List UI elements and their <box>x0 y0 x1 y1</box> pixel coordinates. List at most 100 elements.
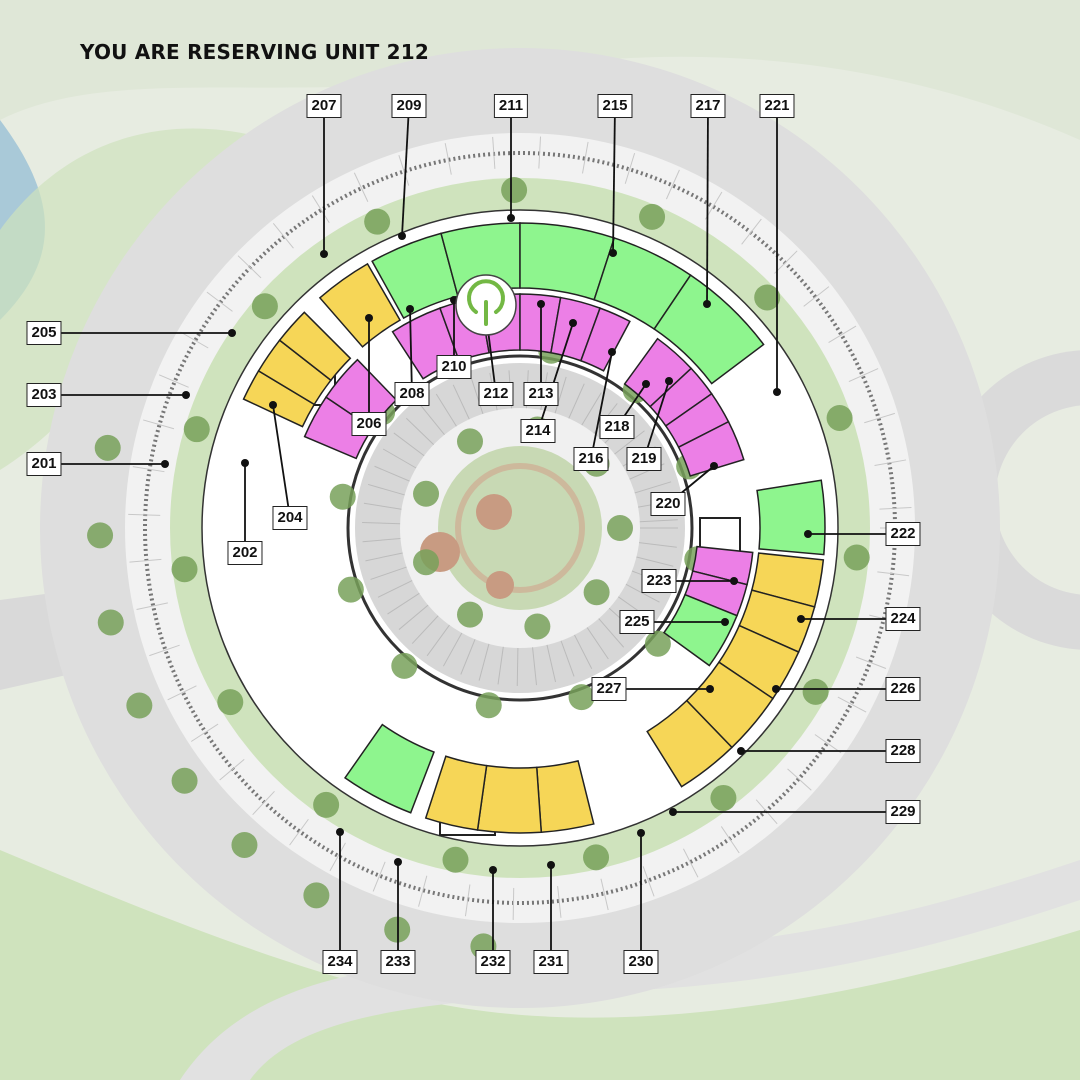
parking-stall <box>460 639 476 675</box>
unit-label-207[interactable]: 207 <box>306 94 342 118</box>
tree <box>524 613 551 640</box>
tree <box>607 515 633 541</box>
tree <box>583 844 610 871</box>
parking-stall <box>492 136 496 169</box>
leader-dot-222 <box>804 530 812 538</box>
unit-label-205[interactable]: 205 <box>26 321 62 345</box>
unit-232-block <box>476 764 543 834</box>
parking-stall <box>444 143 452 175</box>
leader-line-216 <box>590 351 613 460</box>
location-pin-icon <box>455 274 517 336</box>
parking-stall <box>252 790 275 816</box>
unit-label-233[interactable]: 233 <box>380 950 416 974</box>
parking-stall <box>600 878 609 911</box>
tree <box>644 630 671 657</box>
central-garden <box>438 446 602 610</box>
leader-dot-221 <box>773 388 781 396</box>
unit-label-214[interactable]: 214 <box>520 419 556 443</box>
unit-label-226[interactable]: 226 <box>885 677 921 701</box>
unit-label-211[interactable]: 211 <box>493 94 529 118</box>
parking-stall <box>642 866 655 897</box>
parking-stall <box>372 861 386 892</box>
unit-230-block <box>646 699 733 788</box>
parking-stall <box>574 634 593 670</box>
parking-stall <box>803 286 830 307</box>
tree <box>87 522 114 549</box>
garden-deck <box>486 571 514 599</box>
garden-deck <box>476 494 512 530</box>
unit-label-228[interactable]: 228 <box>885 739 921 763</box>
unit-label-213[interactable]: 213 <box>523 382 559 406</box>
tree <box>391 652 418 679</box>
parking-stall <box>586 627 609 660</box>
leader-dot-233 <box>394 858 402 866</box>
parking-stall <box>398 155 410 186</box>
tree <box>413 480 440 507</box>
unit-label-225[interactable]: 225 <box>619 610 655 634</box>
parking-stall <box>774 250 798 274</box>
unit-label-216[interactable]: 216 <box>573 447 609 471</box>
parking-stall <box>362 537 401 543</box>
parking-stall <box>848 368 879 383</box>
parking-stall <box>478 643 490 681</box>
unit-222-block <box>756 479 826 556</box>
unit-label-203[interactable]: 203 <box>26 383 62 407</box>
tree <box>754 284 781 311</box>
unit-207-block <box>318 262 402 348</box>
leader-line-209 <box>401 105 410 237</box>
unit-label-219[interactable]: 219 <box>626 447 662 471</box>
tree <box>126 692 153 719</box>
parking-stall <box>581 392 602 426</box>
unit-label-222[interactable]: 222 <box>885 522 921 546</box>
parking-stall <box>190 723 219 742</box>
unit-label-230[interactable]: 230 <box>623 950 659 974</box>
unit-label-232[interactable]: 232 <box>475 950 511 974</box>
unit-label-217[interactable]: 217 <box>690 94 726 118</box>
unit-label-201[interactable]: 201 <box>26 452 62 476</box>
parking-stall <box>405 417 435 446</box>
unit-label-210[interactable]: 210 <box>436 355 472 379</box>
unit-label-215[interactable]: 215 <box>597 94 633 118</box>
parking-stall <box>426 624 450 657</box>
parking-stall <box>398 604 429 630</box>
unit-label-209[interactable]: 209 <box>391 94 427 118</box>
unit-label-212[interactable]: 212 <box>478 382 514 406</box>
unit-label-220[interactable]: 220 <box>650 492 686 516</box>
unit-221-block <box>653 274 765 385</box>
unit-label-218[interactable]: 218 <box>599 415 635 439</box>
unit-label-229[interactable]: 229 <box>885 800 921 824</box>
parking-stall <box>538 136 542 169</box>
parking-stall <box>879 506 912 510</box>
unit-label-204[interactable]: 204 <box>272 506 308 530</box>
unit-label-227[interactable]: 227 <box>591 677 627 701</box>
unit-label-234[interactable]: 234 <box>322 950 358 974</box>
tree <box>442 846 469 873</box>
unit-label-221[interactable]: 221 <box>759 94 795 118</box>
parking-stall <box>180 331 209 349</box>
leader-dot-231 <box>547 861 555 869</box>
leader-dot-230 <box>637 829 645 837</box>
unit-label-206[interactable]: 206 <box>351 412 387 436</box>
parking-stall <box>129 558 162 563</box>
parking-stall <box>877 571 910 577</box>
tree <box>231 831 258 858</box>
unit-label-231[interactable]: 231 <box>533 950 569 974</box>
parking-stall <box>665 169 680 200</box>
parking-stall <box>598 618 625 648</box>
parking-stall <box>497 646 504 685</box>
parking-stall <box>149 644 180 657</box>
unit-label-202[interactable]: 202 <box>227 541 263 565</box>
tree <box>313 791 340 818</box>
leader-dot-227 <box>706 685 714 693</box>
unit-label-208[interactable]: 208 <box>394 382 430 406</box>
unit-227-block <box>662 593 738 667</box>
tree <box>802 678 829 705</box>
unit-label-224[interactable]: 224 <box>885 607 921 631</box>
tree <box>171 767 198 794</box>
tree <box>183 416 210 443</box>
unit-label-223[interactable]: 223 <box>641 569 677 593</box>
parking-stall <box>374 465 410 482</box>
tree <box>97 609 124 636</box>
parking-stall <box>624 152 636 184</box>
tree <box>475 692 502 719</box>
